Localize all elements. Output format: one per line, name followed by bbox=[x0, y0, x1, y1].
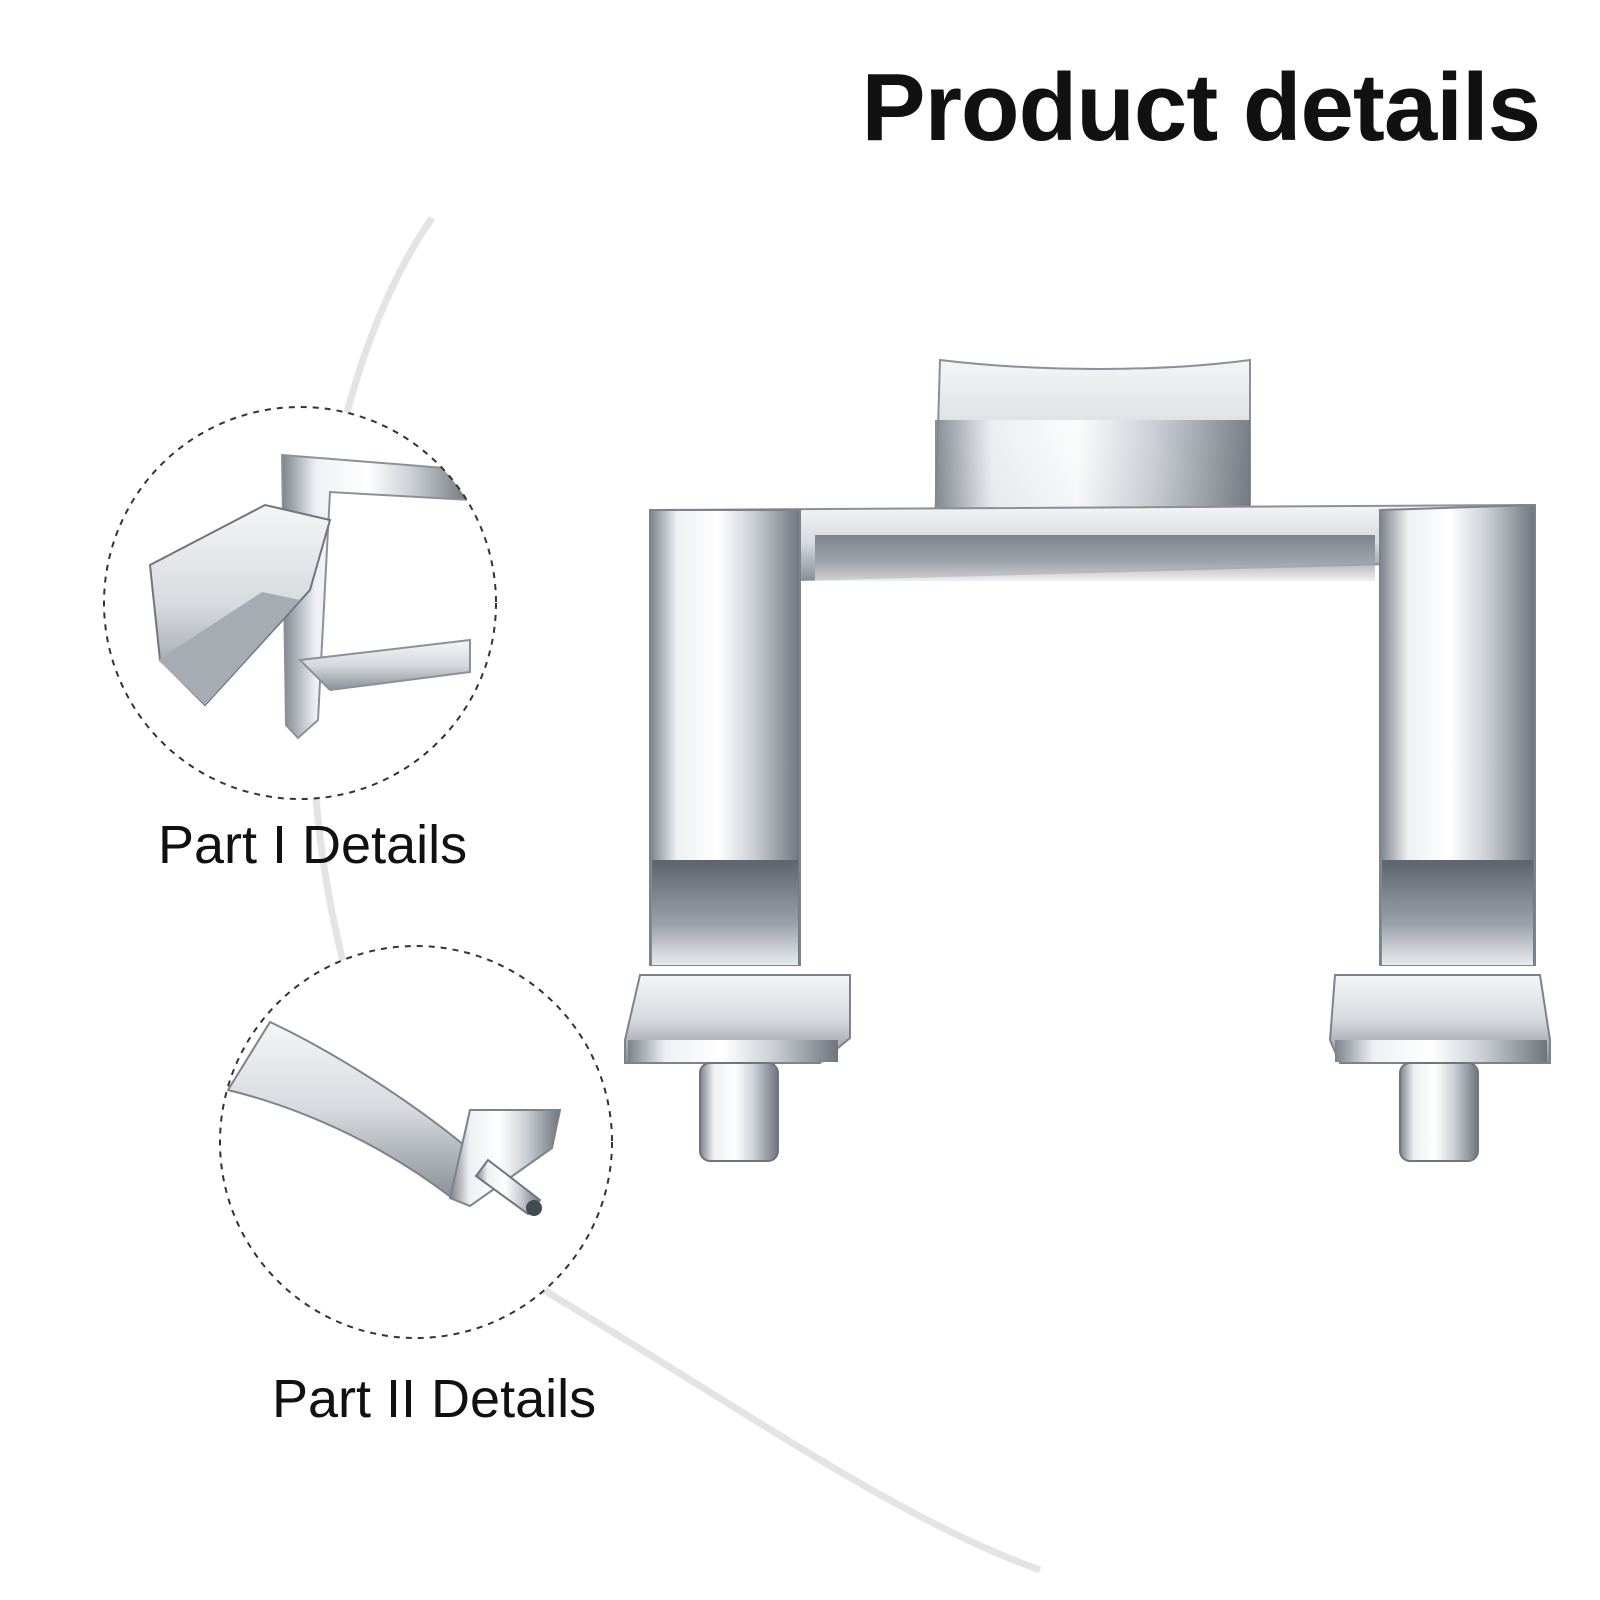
hinge-link-closeup-icon bbox=[104, 407, 496, 799]
curved-end-with-pin-closeup-icon bbox=[220, 946, 612, 1338]
callout-circle-2 bbox=[219, 945, 613, 1339]
callout-circle-1 bbox=[103, 406, 497, 800]
part-1-caption: Part I Details bbox=[158, 815, 468, 875]
part-2-caption: Part II Details bbox=[272, 1369, 597, 1429]
page-title: Product details bbox=[861, 54, 1541, 161]
watch-strap-end-link-icon bbox=[624, 358, 1551, 1162]
